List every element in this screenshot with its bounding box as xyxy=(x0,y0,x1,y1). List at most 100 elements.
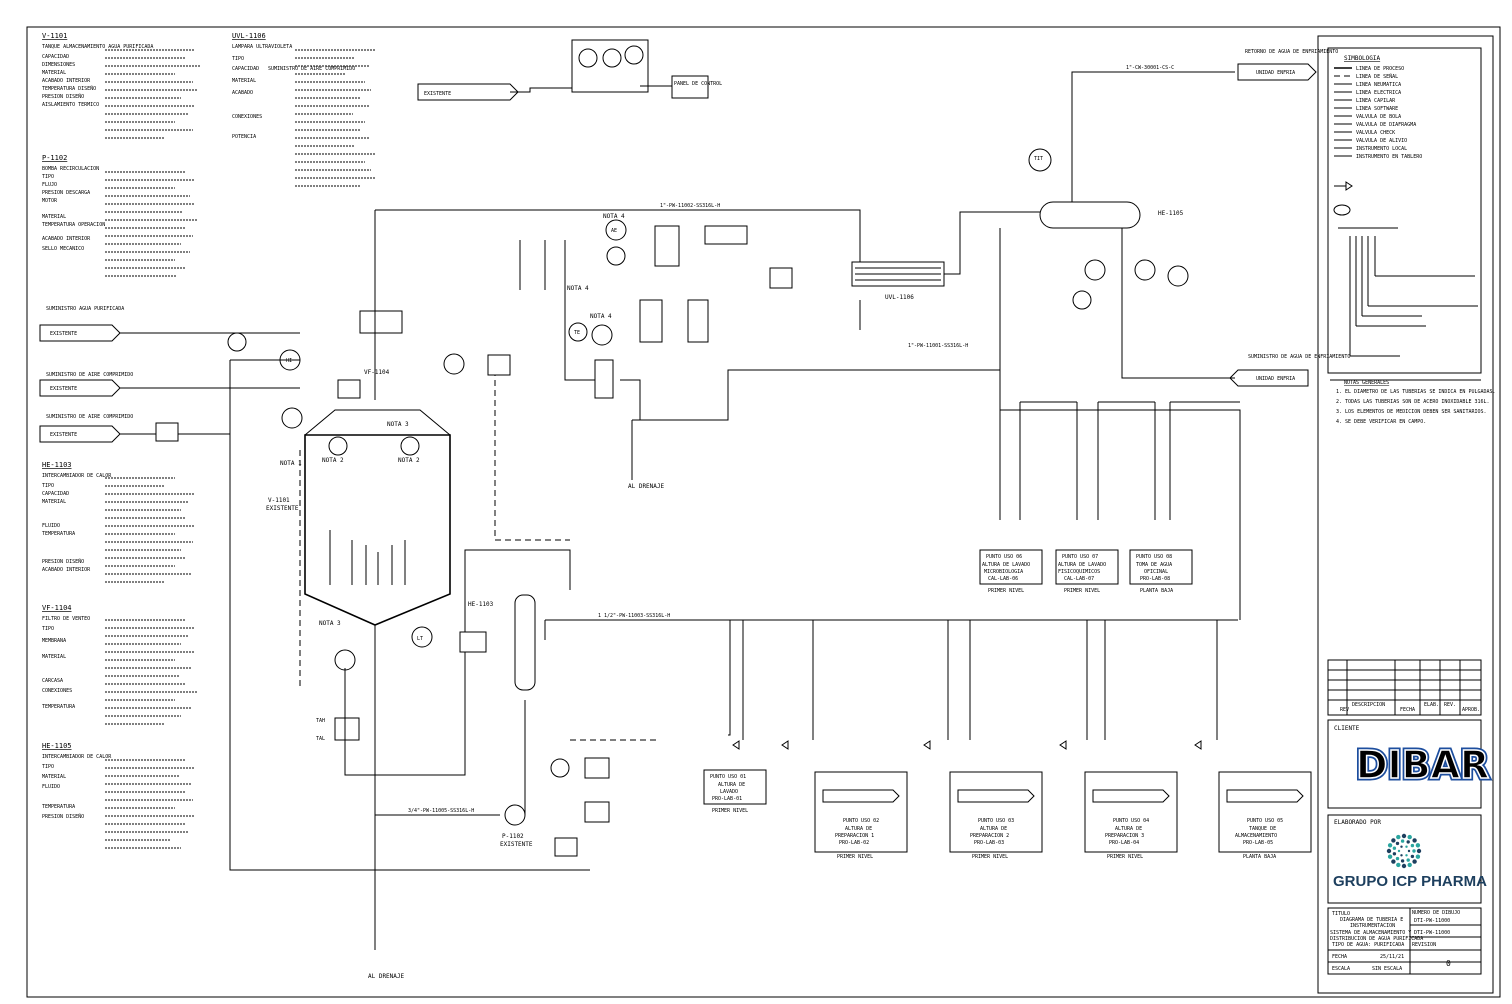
tank-pi xyxy=(227,332,247,352)
title-line: DISTRIBUCION DE AGUA PURIFICADA xyxy=(1330,936,1423,942)
tank-temp-transmitter xyxy=(334,649,356,671)
legend-item: VALVULA DE BOLA xyxy=(1356,114,1401,120)
ti-panel-pair xyxy=(704,225,748,245)
hi-box xyxy=(487,354,511,376)
drain-tank: AL DRENAJE xyxy=(368,973,405,980)
uv-control-box xyxy=(769,267,793,289)
legend-note: 2. TODAS LAS TUBERIAS SON DE ACERO INOXI… xyxy=(1336,399,1490,405)
spec-line: MATERIAL xyxy=(42,70,66,76)
spec-tag-he1103: HE-1103 xyxy=(42,461,72,469)
scale-label: ESCALA xyxy=(1332,966,1350,972)
drawing-no: DTI-PW-11000 xyxy=(1414,918,1450,924)
spec-line: LAMPARA ULTRAVIOLETA xyxy=(232,44,292,50)
spec-tag-p1102: P-1102 xyxy=(42,154,67,162)
rev-header: APROB. xyxy=(1462,707,1480,713)
use-point-level: PLANTA BAJA xyxy=(1243,854,1276,860)
nota2-right: NOTA 2 xyxy=(398,457,420,464)
tank-alarm-box xyxy=(334,717,360,741)
legend-item: LINEA SOFTWARE xyxy=(1356,106,1398,112)
use-point-line: ALTURA DE xyxy=(980,826,1007,832)
spec-line: TEMPERATURA xyxy=(42,804,75,810)
use-point-line: TANQUE DE xyxy=(1249,826,1276,832)
pi-3002 xyxy=(1167,265,1189,287)
left-arrow-2-label: SUMINISTRO DE AIRE COMPRIMIDO xyxy=(46,372,133,378)
left-arrow-3 xyxy=(39,425,121,443)
icp-logo-dot xyxy=(1412,838,1417,843)
spec-line: TEMPERATURA OPERACION xyxy=(42,222,105,228)
spec-line: CAPACIDAD xyxy=(42,54,69,60)
use-point-04: PUNTO USO 04 ALTURA DE PREPARACION 3 PRO… xyxy=(1084,771,1178,860)
spec-tag-he1105: HE-1105 xyxy=(42,742,72,750)
tah-label: TAH xyxy=(316,718,325,724)
pump-tag: P-1102 xyxy=(502,833,524,840)
icp-logo-dot xyxy=(1401,833,1407,839)
left-arrow-2-text: EXISTENTE xyxy=(50,386,77,392)
use-point-line: PREPARACION 1 xyxy=(835,833,874,839)
drain-sample: AL DRENAJE xyxy=(628,483,665,490)
title-line: DIAGRAMA DE TUBERIA E xyxy=(1340,917,1403,923)
he1103-ti-box xyxy=(459,631,487,653)
ti-panel-mid xyxy=(639,299,663,343)
sheet-border xyxy=(26,26,1501,998)
icp-logo-dot xyxy=(1416,848,1422,854)
prepared-by-label: ELABORADO POR xyxy=(1334,819,1381,826)
use-point-line: PRO-LAB-02 xyxy=(839,840,869,846)
legend-item: LINEA DE PROCESO xyxy=(1356,66,1404,72)
icp-logo-dot xyxy=(1386,848,1392,854)
icp-logo-dot xyxy=(1405,854,1408,857)
vf1104-tag: VF-1104 xyxy=(364,369,390,376)
icp-logo-dot xyxy=(1400,854,1403,857)
icp-logo-dot xyxy=(1396,834,1401,840)
use-point-line: ALTURA DE xyxy=(718,782,745,788)
use-point-level: PRIMER NIVEL xyxy=(988,588,1024,594)
use-point-line: CAL-LAB-06 xyxy=(988,576,1018,582)
spec-line: SELLO MECANICO xyxy=(42,246,84,252)
te-1101 xyxy=(606,246,626,266)
use-point-line: PRO-LAB-03 xyxy=(974,840,1004,846)
title-line: TIPO DE AGUA: PURIFICADA xyxy=(1332,942,1404,948)
ae-1101 xyxy=(605,219,627,241)
use-point-line: ALTURA DE xyxy=(1115,826,1142,832)
spec-line: CARCASA xyxy=(42,678,63,684)
ae-label: AE xyxy=(611,228,617,234)
spec-line: TIPO xyxy=(232,56,244,62)
use-point-line: ALMACENAMIENTO xyxy=(1235,833,1277,839)
left-arrow-3-label: SUMINISTRO DE AIRE COMPRIMIDO xyxy=(46,414,133,420)
use-point-07: PUNTO USO 07 ALTURA DE LAVADO FISICOQUIM… xyxy=(1055,549,1119,594)
return-cold-arrow xyxy=(1237,63,1317,81)
use-point-title: PUNTO USO 08 xyxy=(1136,554,1172,560)
icp-logo-text: GRUPO ICP PHARMA xyxy=(1333,873,1487,890)
spec-line: FLUIDO xyxy=(42,784,60,790)
spec-line: CONEXIONES xyxy=(42,688,72,694)
pump-sub: EXISTENTE xyxy=(500,841,533,848)
icp-logo-dot xyxy=(1391,859,1396,864)
title-strip-border xyxy=(1317,35,1494,994)
hi-label: HI xyxy=(286,358,292,364)
legend-notes-title: NOTAS GENERALES xyxy=(1344,380,1389,386)
spec-line: CONEXIONES xyxy=(232,114,262,120)
air-supply-section: SUMINISTRO DE AIRE COMPRIMIDO EXISTENTE … xyxy=(268,39,722,101)
pump-panel-2 xyxy=(584,801,610,823)
use-point-level: PRIMER NIVEL xyxy=(1107,854,1143,860)
use-point-line: ALTURA DE LAVADO xyxy=(1058,562,1106,568)
air-supply-label: SUMINISTRO DE AIRE COMPRIMIDO xyxy=(268,66,355,72)
use-point-title: PUNTO USO 01 xyxy=(710,774,746,780)
left-arrow-2 xyxy=(39,379,121,397)
spec-tag-vf1104: VF-1104 xyxy=(42,604,72,612)
supply-unit: UNIDAD ENFRIA xyxy=(1256,376,1295,382)
spec-line: ACABADO xyxy=(232,90,253,96)
spec-line: TIPO xyxy=(42,483,54,489)
tank-level-transmitter xyxy=(411,626,433,648)
dibar-logo-text: DIBAR xyxy=(1356,743,1489,787)
nota1: NOTA 1 xyxy=(280,460,302,467)
line-tag-pump: 3/4"-PW-11005-SS316L-H xyxy=(408,808,474,814)
use-point-line: PREPARACION 3 xyxy=(1105,833,1144,839)
te-1102 xyxy=(568,322,588,342)
hi-1101 xyxy=(443,353,465,375)
use-point-level: PRIMER NIVEL xyxy=(837,854,873,860)
return-unit: UNIDAD ENFRIA xyxy=(1256,70,1295,76)
use-points-bottom: PUNTO USO 01 ALTURA DE LAVADO PRO-LAB-01… xyxy=(703,740,1312,860)
nota3-top: NOTA 3 xyxy=(387,421,409,428)
legend-item: LINEA CAPILAR xyxy=(1356,98,1396,104)
